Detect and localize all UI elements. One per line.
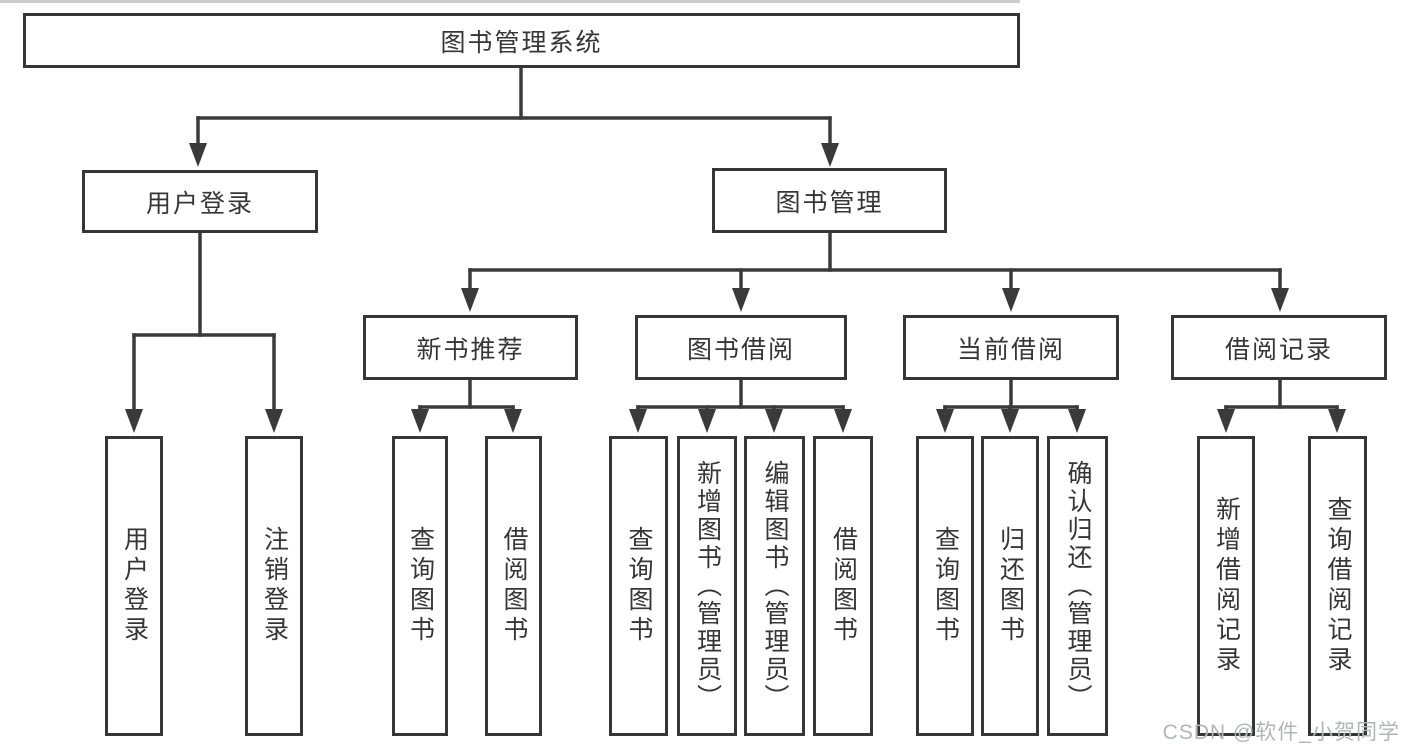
leaf-query-books-recommend: 查询图书 bbox=[392, 436, 448, 736]
node-label: 用户登录 bbox=[145, 189, 254, 218]
leaf-borrow-books-borrowing: 借阅图书 bbox=[813, 436, 873, 736]
leaf-logout: 注销登录 bbox=[245, 436, 303, 736]
node-label: 图书管理系统 bbox=[440, 28, 603, 57]
node-book-borrowing: 图书借阅 bbox=[635, 315, 847, 380]
node-label: 新增借阅记录 bbox=[1212, 496, 1241, 676]
node-label: 确认归还（管理员） bbox=[1064, 460, 1092, 712]
node-label: 注销登录 bbox=[260, 526, 289, 646]
node-label: 当前借阅 bbox=[956, 335, 1065, 364]
leaf-add-books-admin: 新增图书（管理员） bbox=[677, 436, 737, 736]
leaf-confirm-return-admin: 确认归还（管理员） bbox=[1047, 436, 1108, 736]
leaf-query-books-borrowing: 查询图书 bbox=[609, 436, 668, 736]
node-label: 新增图书（管理员） bbox=[693, 460, 722, 712]
node-borrowing-records: 借阅记录 bbox=[1171, 315, 1387, 380]
node-label: 查询图书 bbox=[625, 526, 653, 646]
node-label: 借阅图书 bbox=[500, 526, 528, 646]
node-label: 查询借阅记录 bbox=[1324, 496, 1352, 676]
node-root: 图书管理系统 bbox=[23, 13, 1020, 68]
node-label: 图书管理 bbox=[775, 188, 884, 217]
node-current-borrowing: 当前借阅 bbox=[903, 315, 1119, 380]
node-label: 用户登录 bbox=[120, 526, 149, 646]
leaf-user-login: 用户登录 bbox=[105, 436, 163, 736]
top-edge-artifact-line bbox=[0, 0, 1020, 3]
node-label: 借阅图书 bbox=[829, 526, 858, 646]
leaf-query-books-current: 查询图书 bbox=[916, 436, 974, 736]
leaf-query-borrow-record: 查询借阅记录 bbox=[1308, 436, 1367, 736]
node-user-login-group: 用户登录 bbox=[82, 170, 318, 233]
node-book-management: 图书管理 bbox=[712, 168, 947, 233]
node-label: 新书推荐 bbox=[416, 335, 525, 364]
leaf-borrow-books-recommend: 借阅图书 bbox=[485, 436, 542, 736]
node-label: 查询图书 bbox=[406, 526, 435, 646]
csdn-watermark: CSDN @软件_小贺同学 bbox=[1162, 721, 1400, 744]
leaf-return-books: 归还图书 bbox=[981, 436, 1039, 736]
node-label: 查询图书 bbox=[931, 526, 960, 646]
node-new-book-recommend: 新书推荐 bbox=[363, 315, 578, 380]
node-label: 图书借阅 bbox=[686, 335, 795, 364]
leaf-add-borrow-record: 新增借阅记录 bbox=[1197, 436, 1255, 736]
leaf-edit-books-admin: 编辑图书（管理员） bbox=[744, 436, 805, 736]
node-label: 归还图书 bbox=[996, 526, 1025, 646]
node-label: 借阅记录 bbox=[1224, 335, 1333, 364]
node-label: 编辑图书（管理员） bbox=[761, 460, 789, 712]
